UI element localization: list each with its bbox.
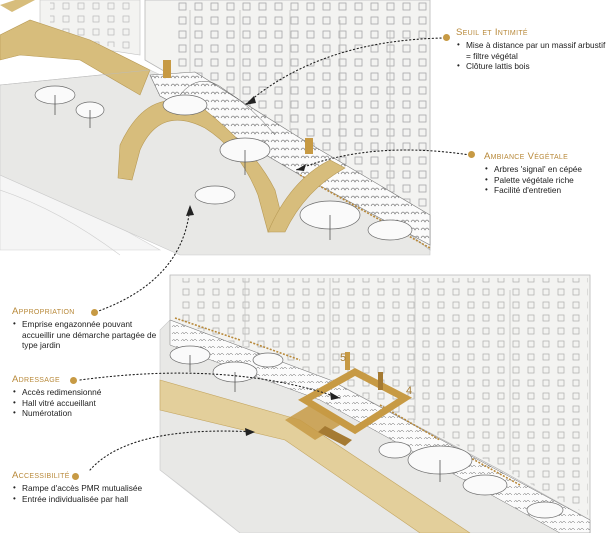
- annotation-item: Accès redimensionné: [12, 387, 162, 398]
- annotation-item: Numérotation: [12, 408, 162, 419]
- annotation-item: Clôture lattis bois: [456, 61, 606, 72]
- leader-adressage: [79, 372, 341, 399]
- marker-dot-ambiance: [468, 151, 475, 158]
- entrance-number-4: 4: [406, 385, 413, 397]
- entrance-marker-1: [163, 60, 171, 78]
- annotation-item: Emprise engazonnée pouvant accueillir un…: [12, 319, 162, 351]
- marker-dot-appropriation: [91, 309, 98, 316]
- annotation-adressage: Adressage Accès redimensionné Hall vitré…: [12, 374, 162, 419]
- leader-ambiance: [295, 149, 471, 171]
- leader-appropriation: [95, 204, 191, 313]
- bottom-axonometric-view: [159, 270, 591, 534]
- marker-dot-seuil: [443, 34, 450, 41]
- annotation-ambiance: Ambiance Végétale Arbres 'signal' en cép…: [484, 151, 606, 196]
- annotation-item: Mise à distance par un massif arbustif =…: [456, 40, 606, 61]
- marker-dot-adressage: [70, 377, 77, 384]
- annotation-title: Appropriation: [12, 306, 75, 317]
- annotation-title: Ambiance Végétale: [484, 151, 569, 162]
- entrance-square: [298, 368, 412, 435]
- entrance-marker-2: [305, 138, 313, 154]
- annotation-item: Entrée individualisée par hall: [12, 494, 162, 505]
- annotation-seuil: Seuil et Intimité Mise à distance par un…: [456, 27, 606, 72]
- annotation-item: Arbres 'signal' en cépée: [484, 164, 606, 175]
- annotation-title: Seuil et Intimité: [456, 27, 528, 38]
- annotation-accessibilite: Accessibilité Rampe d'accès PMR mutualis…: [12, 470, 162, 504]
- leader-accessibilite: [89, 430, 256, 471]
- top-axonometric-view: [0, 0, 608, 256]
- annotation-title: Adressage: [12, 374, 60, 385]
- annotation-item: Hall vitré accueillant: [12, 398, 162, 409]
- annotation-appropriation: Appropriation Emprise engazonnée pouvant…: [12, 306, 162, 351]
- annotation-item: Rampe d'accès PMR mutualisée: [12, 483, 162, 494]
- entrance-number-5: 5: [340, 352, 347, 364]
- marker-dot-accessibilite: [72, 473, 79, 480]
- leader-seuil: [244, 37, 446, 106]
- path-top-left: [0, 19, 151, 96]
- annotation-title: Accessibilité: [12, 470, 70, 481]
- annotation-item: Palette végétale riche: [484, 175, 606, 186]
- leader-arrowheads: [186, 96, 340, 436]
- annotation-item: Facilité d'entretien: [484, 185, 606, 196]
- leader-lines: [79, 37, 471, 471]
